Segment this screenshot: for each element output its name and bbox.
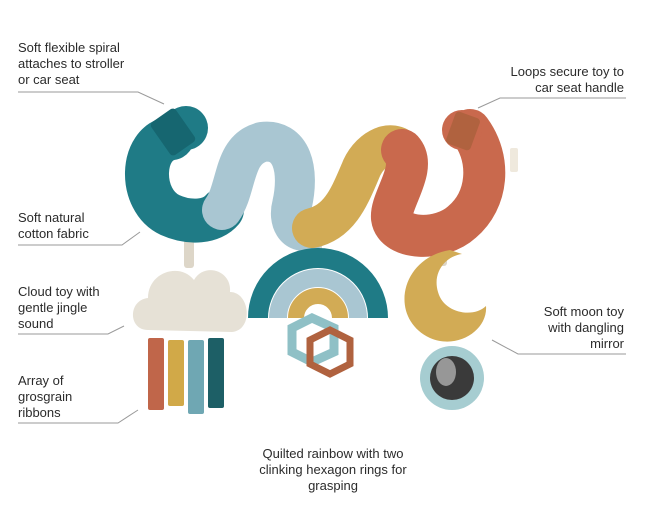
- spiral-terracotta-segment: [371, 109, 506, 257]
- callout-loops: Loops secure toy to car seat handle: [510, 64, 624, 95]
- callout-cloud: Cloud toy with gentle jingle sound: [18, 284, 100, 331]
- rainbow-toy: [248, 248, 388, 319]
- callout-spiral: Soft flexible spiral attaches to strolle…: [18, 40, 125, 87]
- moon-toy: [404, 250, 487, 342]
- callout-rainbow: Quilted rainbow with two clinking hexago…: [259, 446, 407, 493]
- dangling-mirror: [420, 346, 484, 410]
- hexagon-ring-blue: [287, 313, 339, 367]
- callout-ribbons: Array of grosgrain ribbons: [18, 373, 73, 420]
- teal-loop-strap: [150, 108, 196, 156]
- grosgrain-ribbons: [148, 338, 224, 414]
- spiral-light-blue-segment: [202, 121, 330, 251]
- spiral-body: [125, 109, 506, 257]
- hexagon-ring-rust: [306, 326, 354, 378]
- callout-moon: Soft moon toy with dangling mirror: [543, 304, 624, 351]
- terracotta-loop-strap: [446, 111, 480, 151]
- callout-cotton: Soft natural cotton fabric: [18, 210, 89, 241]
- fabric-tag: [510, 148, 518, 172]
- cloud-toy: [133, 270, 247, 332]
